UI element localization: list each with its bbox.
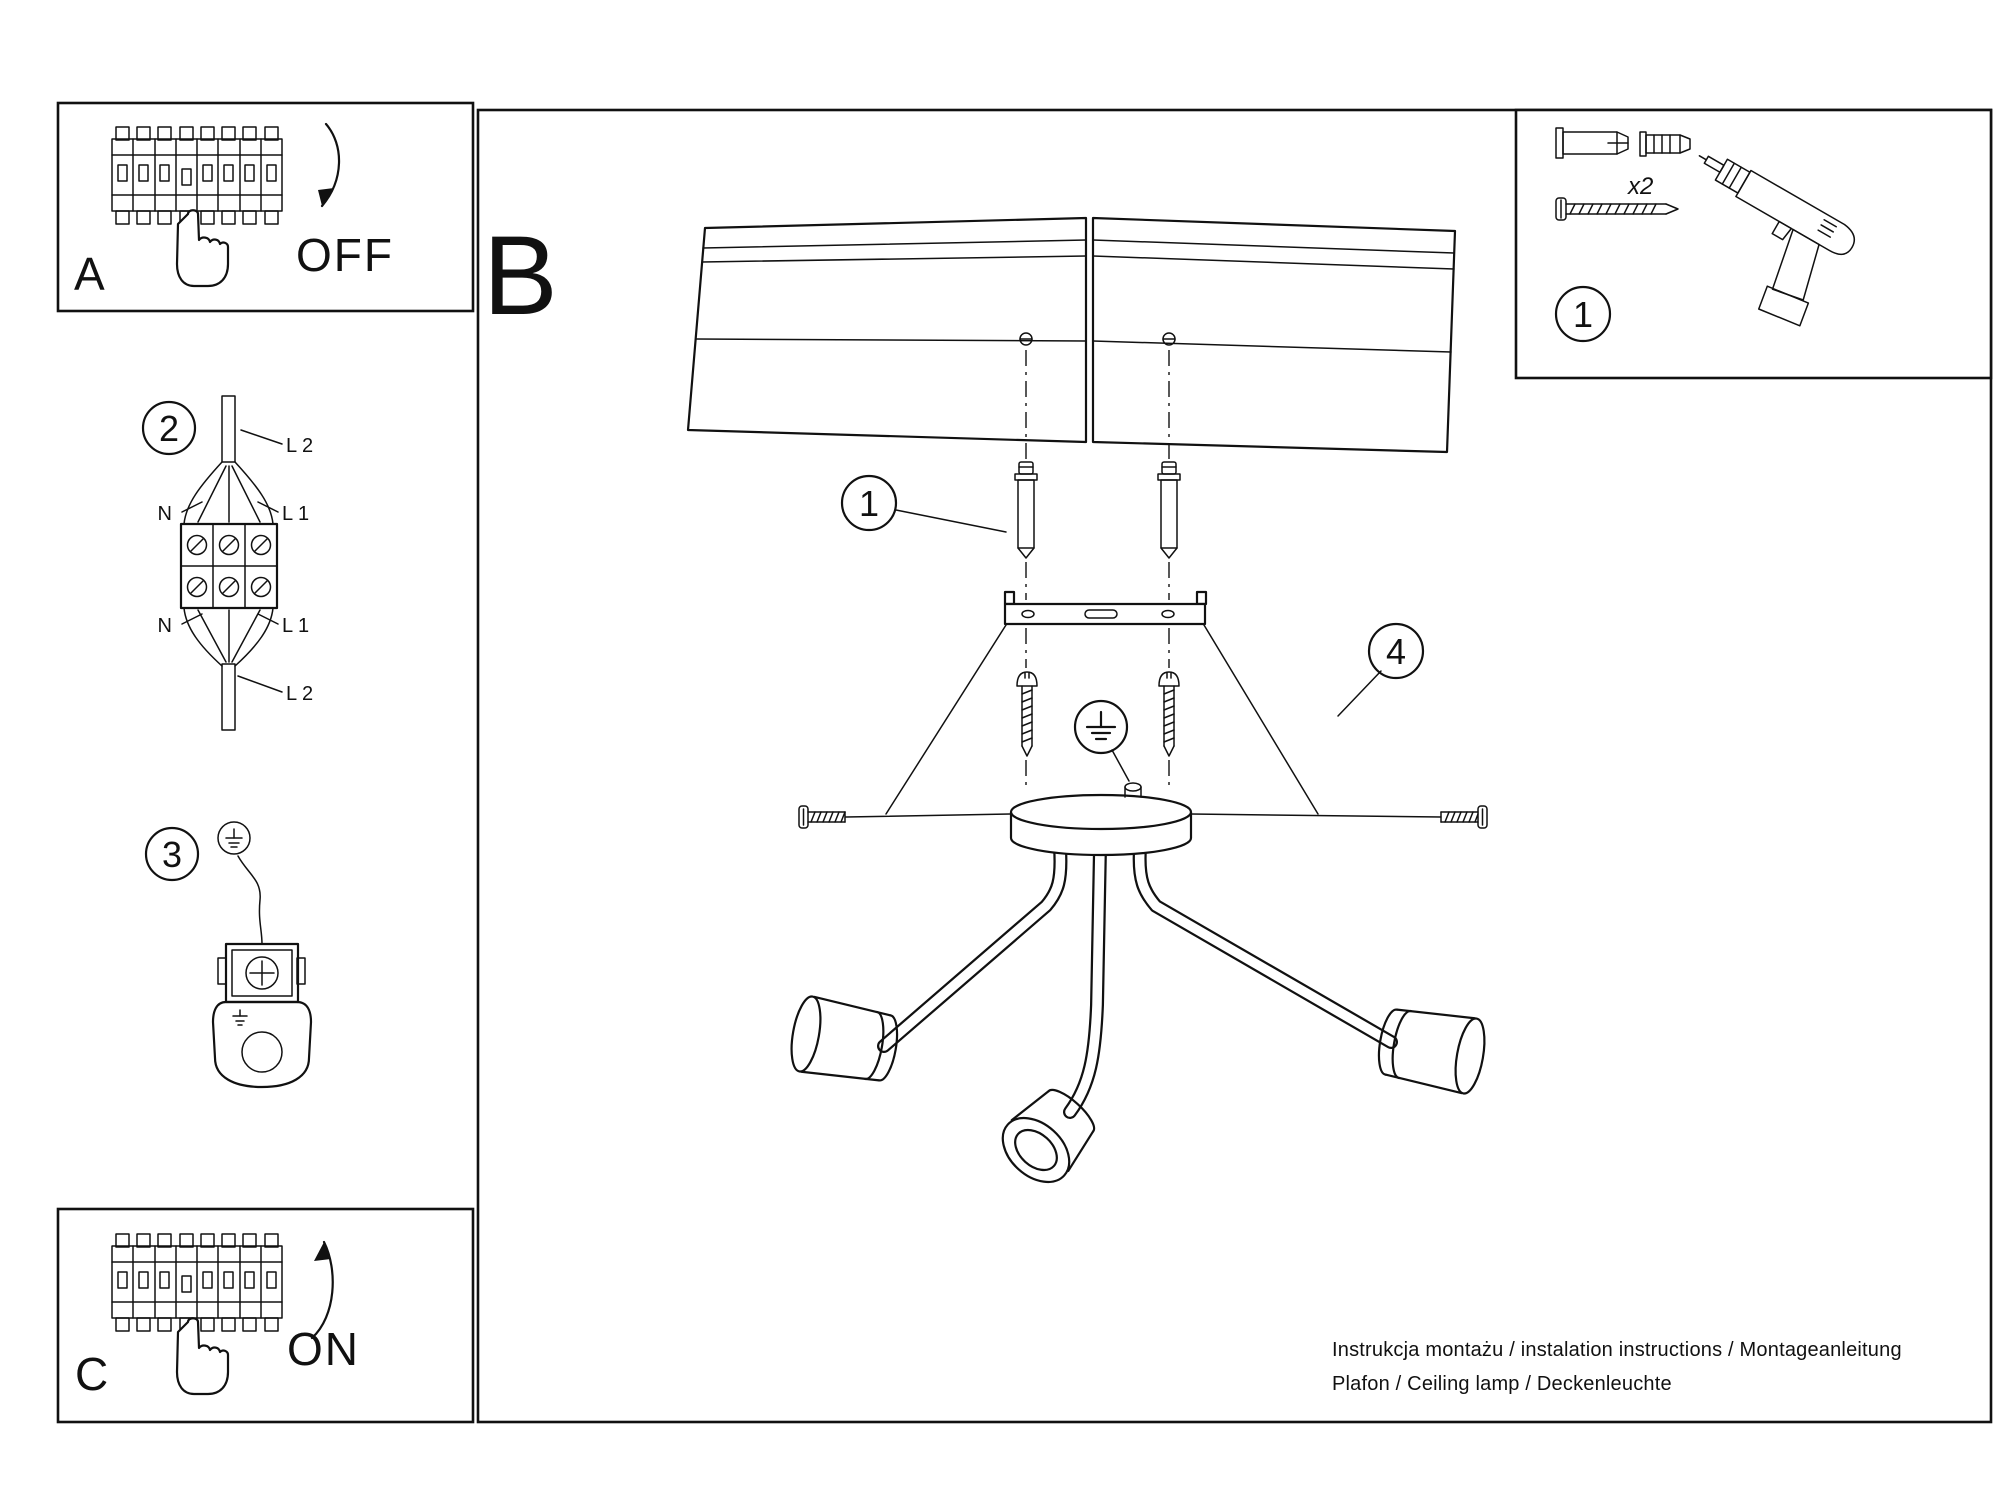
bracket-screw-left-icon [1016,671,1038,757]
callout-step4: 4 [1337,622,1425,717]
dowel-small-icon [1639,131,1691,157]
panel-screw-right-icon [1162,332,1176,346]
lamp-socket-bottom-icon [1001,1088,1096,1184]
panel-c-label: C [75,1348,108,1400]
footer: Instrukcja montażu / instalation instruc… [1332,1339,1902,1395]
callout-step1-number: 1 [859,483,879,524]
wire-label-upper-right: L 1 [282,503,309,525]
ground-mini-symbol-icon [217,821,251,855]
ground-plate-icon [211,1000,313,1089]
wire-label-lower-right: L 1 [282,615,309,637]
on-arrow-icon [310,1240,334,1340]
screw-icon [1555,197,1679,221]
side-screw-right-icon [1440,805,1488,829]
callout-step4-number: 4 [1386,631,1406,672]
wire-label-lower-left: N [158,615,172,637]
wire-label-bottom: L 2 [286,683,313,705]
ceiling-panel-left [686,216,1088,444]
ground-clamp-icon [217,942,306,1004]
panel-a: OFF A [56,101,475,313]
panel-screw-left-icon [1019,332,1033,346]
off-arrow-icon [318,122,341,208]
footer-line1: Instrukcja montażu / instalation instruc… [1332,1339,1902,1361]
canopy [1009,782,1193,857]
mounting-bracket [1003,590,1208,626]
ground-symbol-icon [1073,699,1130,782]
ground-step-number: 3 [162,834,182,875]
hardware-panel: x2 1 [1514,108,1993,380]
panel-a-label: A [74,248,105,300]
side-guides [845,624,1442,818]
wire-label-top: L 2 [286,435,313,457]
panel-c-state: ON [287,1323,360,1375]
ceiling-panel-right [1091,216,1457,454]
side-screw-left-icon [798,805,846,829]
ceiling-panels [686,216,1457,454]
terminal-block-icon [179,522,279,610]
drill-icon [1698,155,1856,327]
panel-b-label: B [483,213,558,338]
wall-plug-left-icon [1014,461,1038,559]
footer-line2: Plafon / Ceiling lamp / Deckenleuchte [1332,1373,1672,1395]
dowel-icon [1555,127,1629,159]
ground-step: 3 [144,821,313,1089]
wire-label-upper-left: N [158,503,172,525]
callout-step1: 1 [840,474,1007,533]
panel-c: ON C [56,1207,475,1424]
centerlines [1025,350,1170,790]
bracket-screw-right-icon [1158,671,1180,757]
hardware-step-number: 1 [1573,294,1593,335]
panel-a-state: OFF [296,229,394,281]
wiring-step-number: 2 [159,408,179,449]
ground-boss-icon [1124,782,1142,798]
wiring-step: 2 L 2 L 1 N N [141,395,313,731]
wall-plug-right-icon [1157,461,1181,559]
quantity-label: x2 [1627,173,1653,200]
